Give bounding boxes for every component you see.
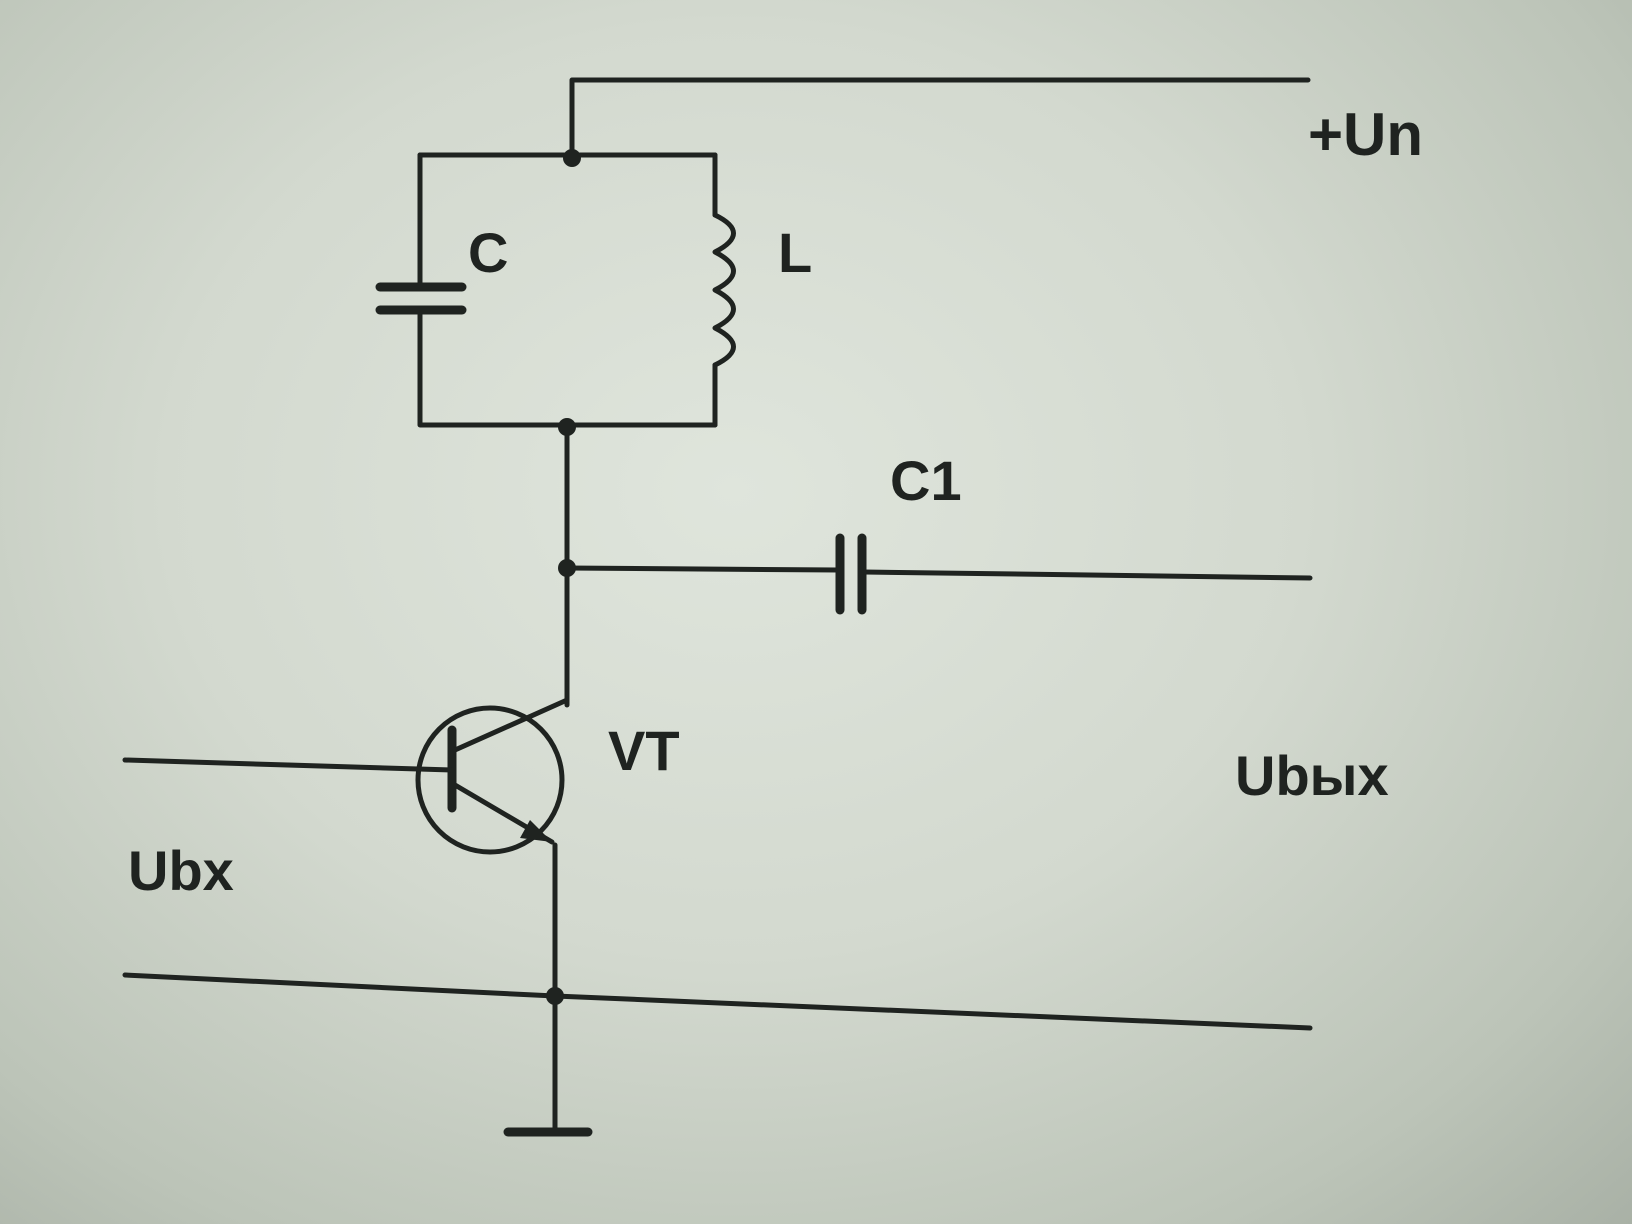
output-line-right [861,569,1313,581]
junction-supply [563,149,581,167]
label-capacitor-c1: C1 [890,449,962,512]
label-supply: +Un [1308,101,1423,168]
transistor-vt-symbol [415,697,570,855]
capacitor-c1-symbol [835,533,867,615]
capacitor-c-branch [417,152,718,428]
junction-tank-bottom [558,418,576,436]
label-inductor-l: L [778,221,812,284]
label-input: Ubx [128,839,234,902]
capacitor-c-symbol [375,282,467,315]
supply-rail [569,77,1311,158]
label-output: Ubыx [1235,744,1389,807]
output-line-left [564,565,841,573]
input-line [122,757,455,773]
junction-ground [546,987,564,1005]
label-capacitor-c: C [468,221,508,284]
inductor-l-coil [712,212,736,368]
label-transistor-vt: VT [608,719,680,782]
common-rail [122,972,1313,1031]
junction-output [558,559,576,577]
